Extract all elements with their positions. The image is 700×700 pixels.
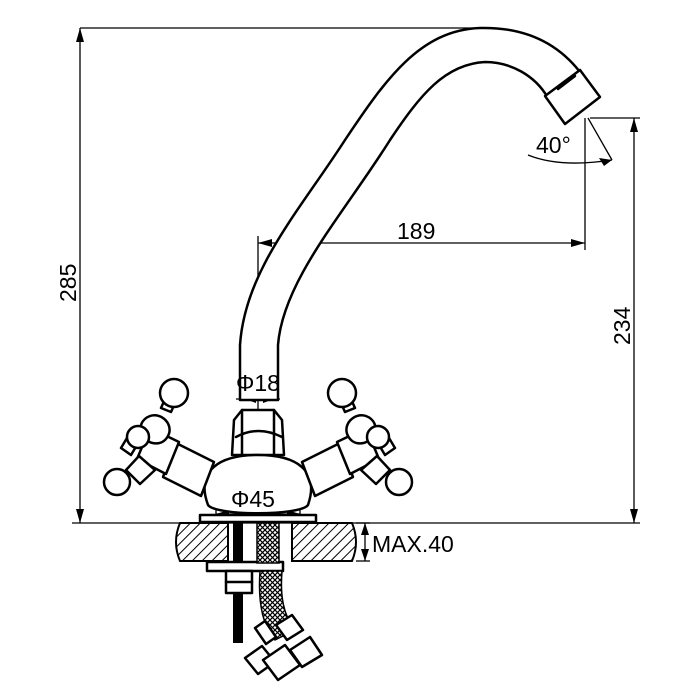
max-countertop-label: MAX.40 <box>372 531 454 557</box>
left-handle-top-knob-icon <box>158 377 190 409</box>
right-handle <box>326 377 414 497</box>
left-handle-bottom-knob-icon <box>102 467 132 497</box>
left-handle-side-knob-icon <box>125 424 151 450</box>
spout <box>238 26 582 402</box>
left-handle <box>102 377 190 497</box>
spout-diameter-label: Φ18 <box>236 370 280 396</box>
spout-reach-label: 189 <box>397 218 435 244</box>
spout-height-label: 234 <box>609 306 635 345</box>
right-handle-top-knob-icon <box>326 377 358 409</box>
aerator <box>543 68 602 126</box>
faucet-body <box>198 408 318 524</box>
right-handle-side-knob-icon <box>365 424 391 450</box>
spout-angle-label: 40° <box>536 132 571 158</box>
base-diameter-label: Φ45 <box>231 486 275 512</box>
overall-height-label: 285 <box>55 264 81 302</box>
right-handle-bottom-knob-icon <box>384 467 414 497</box>
mounting-stud <box>205 523 285 643</box>
supply-hoses <box>243 522 324 682</box>
dimension-labels: 285 234 189 40° Φ18 Φ45 MAX.40 <box>55 132 635 557</box>
